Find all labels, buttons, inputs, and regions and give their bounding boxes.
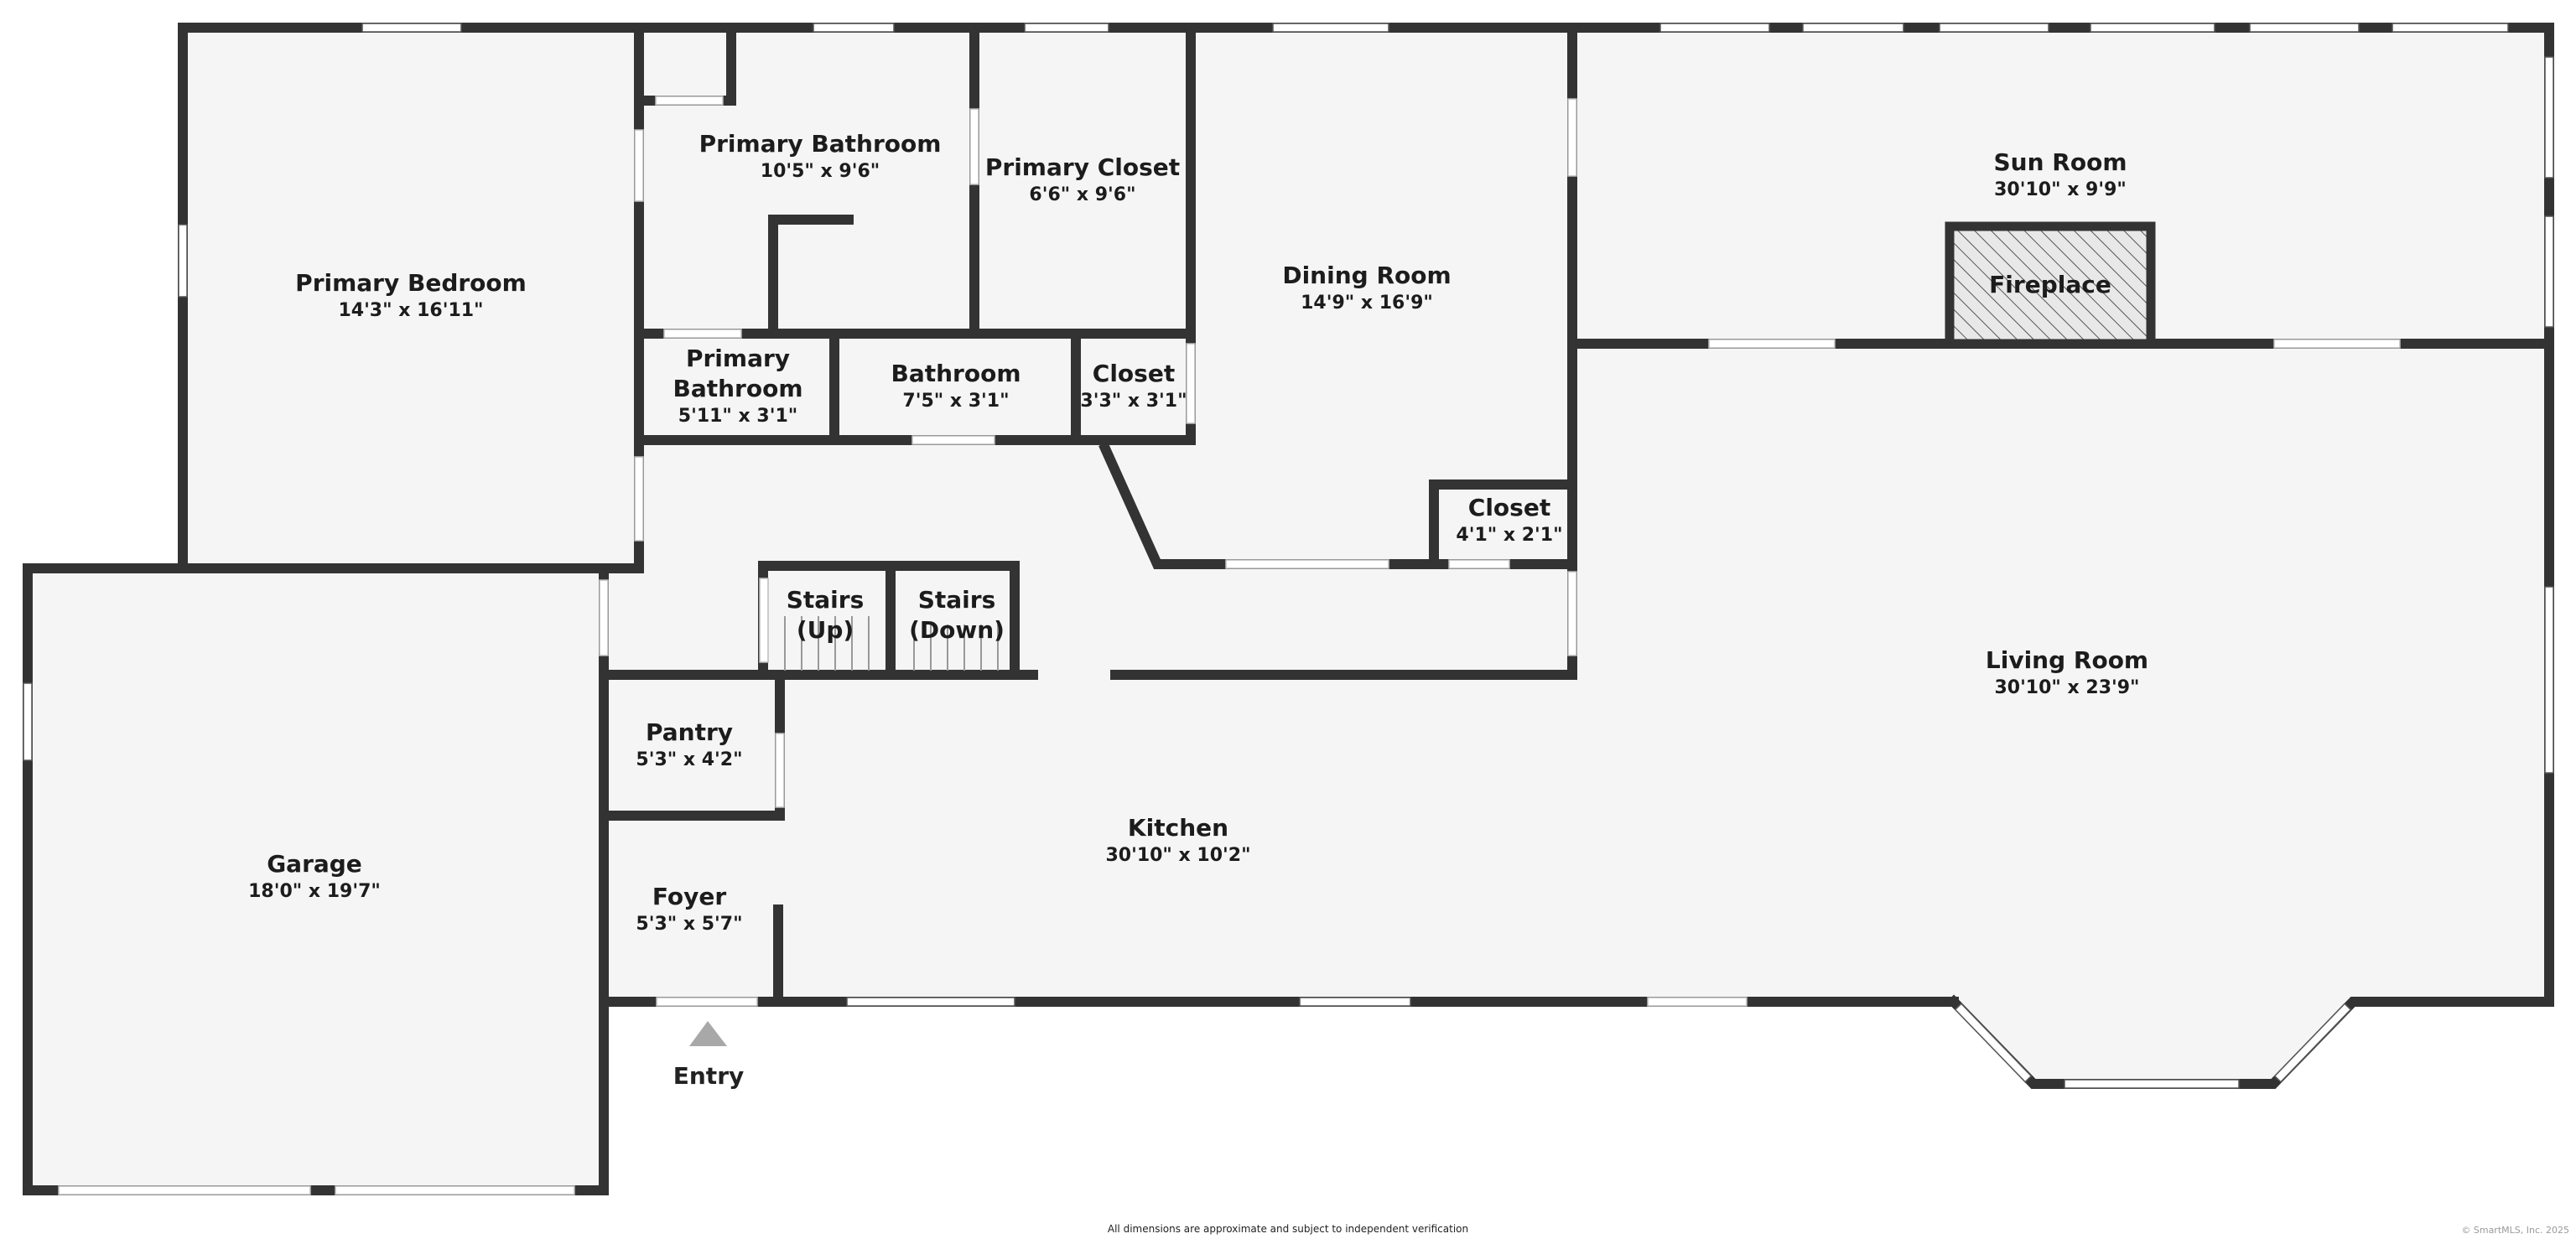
room-primary-bathroom: Primary Bathroom 10'5" x 9'6" bbox=[699, 129, 942, 184]
room-sun-room: Sun Room 30'10" x 9'9" bbox=[1994, 148, 2127, 203]
room-name-line-2: Bathroom bbox=[673, 375, 803, 402]
stairs-up: Stairs (Up) bbox=[787, 585, 865, 645]
room-dimensions: 5'3" x 5'7" bbox=[636, 914, 743, 935]
room-name: Sun Room bbox=[1993, 148, 2127, 176]
room-name: Primary Bathroom bbox=[699, 130, 942, 158]
room-dimensions: 10'5" x 9'6" bbox=[760, 161, 880, 182]
room-dimensions: 14'3" x 16'11" bbox=[338, 300, 484, 321]
room-closet-hall: Closet 3'3" x 3'1" bbox=[1080, 359, 1187, 414]
room-dimensions: 30'10" x 9'9" bbox=[1994, 179, 2127, 200]
room-foyer: Foyer 5'3" x 5'7" bbox=[636, 882, 742, 937]
room-name: Dining Room bbox=[1282, 262, 1452, 289]
room-name-line-1: Primary bbox=[685, 345, 791, 372]
floor-fill bbox=[28, 28, 2547, 1193]
room-name: Closet bbox=[1467, 494, 1551, 521]
room-primary-bathroom-small: Primary Bathroom 5'11" x 3'1" bbox=[673, 344, 802, 429]
stairs-down: Stairs (Down) bbox=[909, 585, 1005, 645]
entry-label: Entry bbox=[673, 1062, 745, 1090]
room-name: Living Room bbox=[1985, 646, 2149, 674]
stairs-label-line-1: Stairs bbox=[786, 586, 865, 614]
room-pantry: Pantry 5'3" x 4'2" bbox=[636, 718, 742, 773]
fireplace-label: Fireplace bbox=[1989, 271, 2111, 298]
room-closet-dining: Closet 4'1" x 2'1" bbox=[1456, 493, 1562, 548]
door-openings bbox=[58, 96, 2401, 1195]
room-name: Bathroom bbox=[891, 360, 1021, 387]
windows bbox=[23, 23, 2554, 1089]
stairs-label-line-2: (Up) bbox=[796, 616, 854, 644]
room-living-room: Living Room 30'10" x 23'9" bbox=[1986, 645, 2148, 701]
disclaimer-note: All dimensions are approximate and subje… bbox=[1107, 1223, 1469, 1235]
room-primary-closet: Primary Closet 6'6" x 9'6" bbox=[985, 153, 1180, 208]
room-name: Closet bbox=[1092, 360, 1176, 387]
stairs-label-line-1: Stairs bbox=[917, 586, 996, 614]
room-name: Primary Bedroom bbox=[295, 269, 527, 297]
room-primary-bedroom: Primary Bedroom 14'3" x 16'11" bbox=[295, 268, 527, 324]
room-dimensions: 5'3" x 4'2" bbox=[636, 749, 743, 770]
room-name: Kitchen bbox=[1127, 814, 1229, 842]
room-kitchen: Kitchen 30'10" x 10'2" bbox=[1105, 813, 1250, 868]
stair-treads bbox=[784, 616, 999, 671]
room-dimensions: 3'3" x 3'1" bbox=[1080, 391, 1187, 412]
room-garage: Garage 18'0" x 19'7" bbox=[248, 849, 381, 904]
room-dimensions: 5'11" x 3'1" bbox=[678, 406, 798, 427]
room-dimensions: 18'0" x 19'7" bbox=[248, 881, 381, 902]
room-dimensions: 30'10" x 10'2" bbox=[1105, 845, 1251, 866]
fireplace bbox=[1945, 221, 2156, 349]
room-dining-room: Dining Room 14'9" x 16'9" bbox=[1282, 261, 1451, 316]
room-dimensions: 4'1" x 2'1" bbox=[1456, 525, 1563, 546]
entry-arrow-icon bbox=[689, 1021, 727, 1046]
room-dimensions: 7'5" x 3'1" bbox=[902, 391, 1010, 412]
room-name: Foyer bbox=[652, 883, 727, 910]
room-name: Pantry bbox=[645, 718, 734, 746]
room-bathroom: Bathroom 7'5" x 3'1" bbox=[891, 359, 1021, 414]
room-dimensions: 6'6" x 9'6" bbox=[1029, 184, 1136, 205]
room-dimensions: 30'10" x 23'9" bbox=[1994, 677, 2140, 698]
stairs-label-line-2: (Down) bbox=[909, 616, 1005, 644]
copyright-notice: © SmartMLS, Inc. 2025 bbox=[2461, 1225, 2569, 1236]
room-name: Primary Closet bbox=[984, 153, 1181, 181]
room-name: Garage bbox=[267, 850, 362, 878]
room-dimensions: 14'9" x 16'9" bbox=[1301, 293, 1433, 314]
